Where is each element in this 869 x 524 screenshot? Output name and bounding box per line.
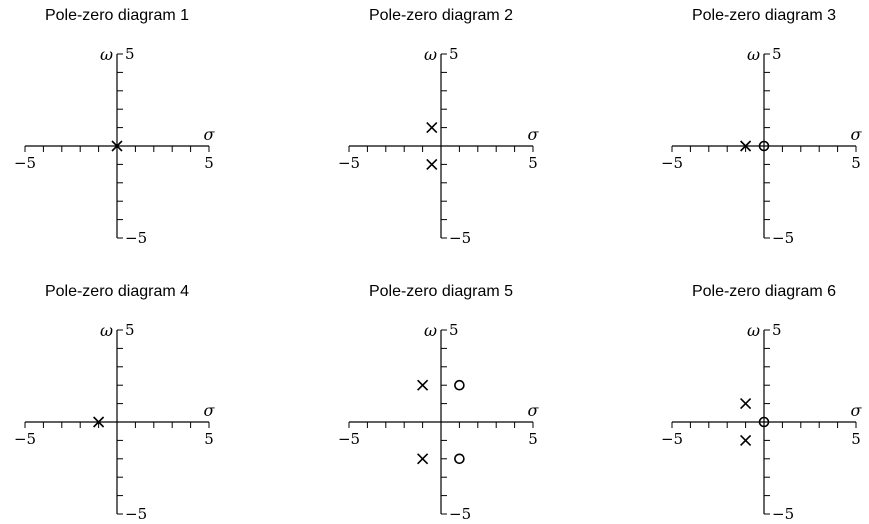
x-tick-label-min: −5 — [661, 154, 683, 172]
x-tick-label-max: 5 — [851, 154, 861, 172]
y-tick-label-min: −5 — [125, 229, 147, 247]
pole-stroke — [111, 140, 123, 152]
pole-marker — [111, 140, 123, 152]
pole-marker — [417, 379, 429, 391]
y-tick-label-min: −5 — [772, 505, 794, 523]
pole-zero-diagram-4: Pole-zero diagram 4 −5 5 5 −5 σ ω — [14, 283, 216, 523]
diagram-title: Pole-zero diagram 1 — [45, 7, 189, 24]
pole-marker — [740, 398, 752, 410]
diagram-title: Pole-zero diagram 3 — [692, 7, 836, 24]
sigma-axis-label: σ — [528, 401, 540, 420]
pole-zero-diagram-5: Pole-zero diagram 5 −5 5 5 −5 σ ω — [338, 283, 540, 523]
diagram-title: Pole-zero diagram 2 — [369, 7, 513, 24]
sigma-axis-label: σ — [204, 401, 216, 420]
omega-axis-label: ω — [747, 45, 760, 64]
pole-stroke — [740, 398, 752, 410]
pole-stroke — [740, 434, 752, 446]
y-tick-label-min: −5 — [449, 229, 471, 247]
pole-marker — [740, 434, 752, 446]
pole-marker — [740, 140, 752, 152]
omega-axis-label: ω — [747, 321, 760, 340]
pole-stroke — [426, 122, 438, 134]
sigma-axis-label: σ — [528, 125, 540, 144]
y-tick-label-max: 5 — [449, 321, 459, 339]
zero-marker — [454, 379, 465, 391]
pole-marker — [426, 158, 438, 170]
y-tick-label-min: −5 — [449, 505, 471, 523]
y-tick-label-max: 5 — [449, 45, 459, 63]
x-tick-label-min: −5 — [338, 154, 360, 172]
x-tick-label-min: −5 — [14, 154, 36, 172]
omega-axis-label: ω — [424, 321, 437, 340]
zero-marker — [758, 140, 770, 152]
pole-marker — [417, 453, 429, 465]
pole-stroke — [426, 158, 438, 170]
y-tick-label-max: 5 — [125, 321, 135, 339]
x-tick-label-max: 5 — [204, 430, 214, 448]
pole-stroke — [417, 379, 429, 391]
x-tick-label-max: 5 — [204, 154, 214, 172]
x-tick-label-min: −5 — [661, 430, 683, 448]
diagram-title: Pole-zero diagram 4 — [45, 283, 189, 300]
y-tick-label-min: −5 — [125, 505, 147, 523]
x-tick-label-min: −5 — [14, 430, 36, 448]
sigma-axis-label: σ — [204, 125, 216, 144]
diagram-title: Pole-zero diagram 6 — [692, 283, 836, 300]
y-tick-label-max: 5 — [772, 45, 782, 63]
zero-marker — [454, 453, 465, 465]
x-tick-label-max: 5 — [528, 430, 538, 448]
omega-axis-label: ω — [100, 45, 113, 64]
x-tick-label-max: 5 — [528, 154, 538, 172]
sigma-axis-label: σ — [851, 401, 863, 420]
pole-zero-diagram-2: Pole-zero diagram 2 −5 5 5 −5 σ ω — [338, 7, 540, 247]
y-tick-label-max: 5 — [125, 45, 135, 63]
omega-axis-label: ω — [100, 321, 113, 340]
x-tick-label-max: 5 — [851, 430, 861, 448]
diagram-title: Pole-zero diagram 5 — [369, 283, 513, 300]
y-tick-label-min: −5 — [772, 229, 794, 247]
pole-zero-diagram-6: Pole-zero diagram 6 −5 5 5 −5 σ ω — [661, 283, 863, 523]
pole-stroke — [417, 453, 429, 465]
pole-stroke — [93, 416, 105, 428]
pole-marker — [93, 416, 105, 428]
pole-marker — [426, 122, 438, 134]
pole-zero-diagram-1: Pole-zero diagram 1 −5 5 5 −5 σ ω — [14, 7, 216, 247]
omega-axis-label: ω — [424, 45, 437, 64]
y-tick-label-max: 5 — [772, 321, 782, 339]
pole-stroke — [740, 140, 752, 152]
zero-marker — [758, 416, 770, 428]
x-tick-label-min: −5 — [338, 430, 360, 448]
sigma-axis-label: σ — [851, 125, 863, 144]
pole-zero-diagram-3: Pole-zero diagram 3 −5 5 5 −5 σ ω — [661, 7, 863, 247]
